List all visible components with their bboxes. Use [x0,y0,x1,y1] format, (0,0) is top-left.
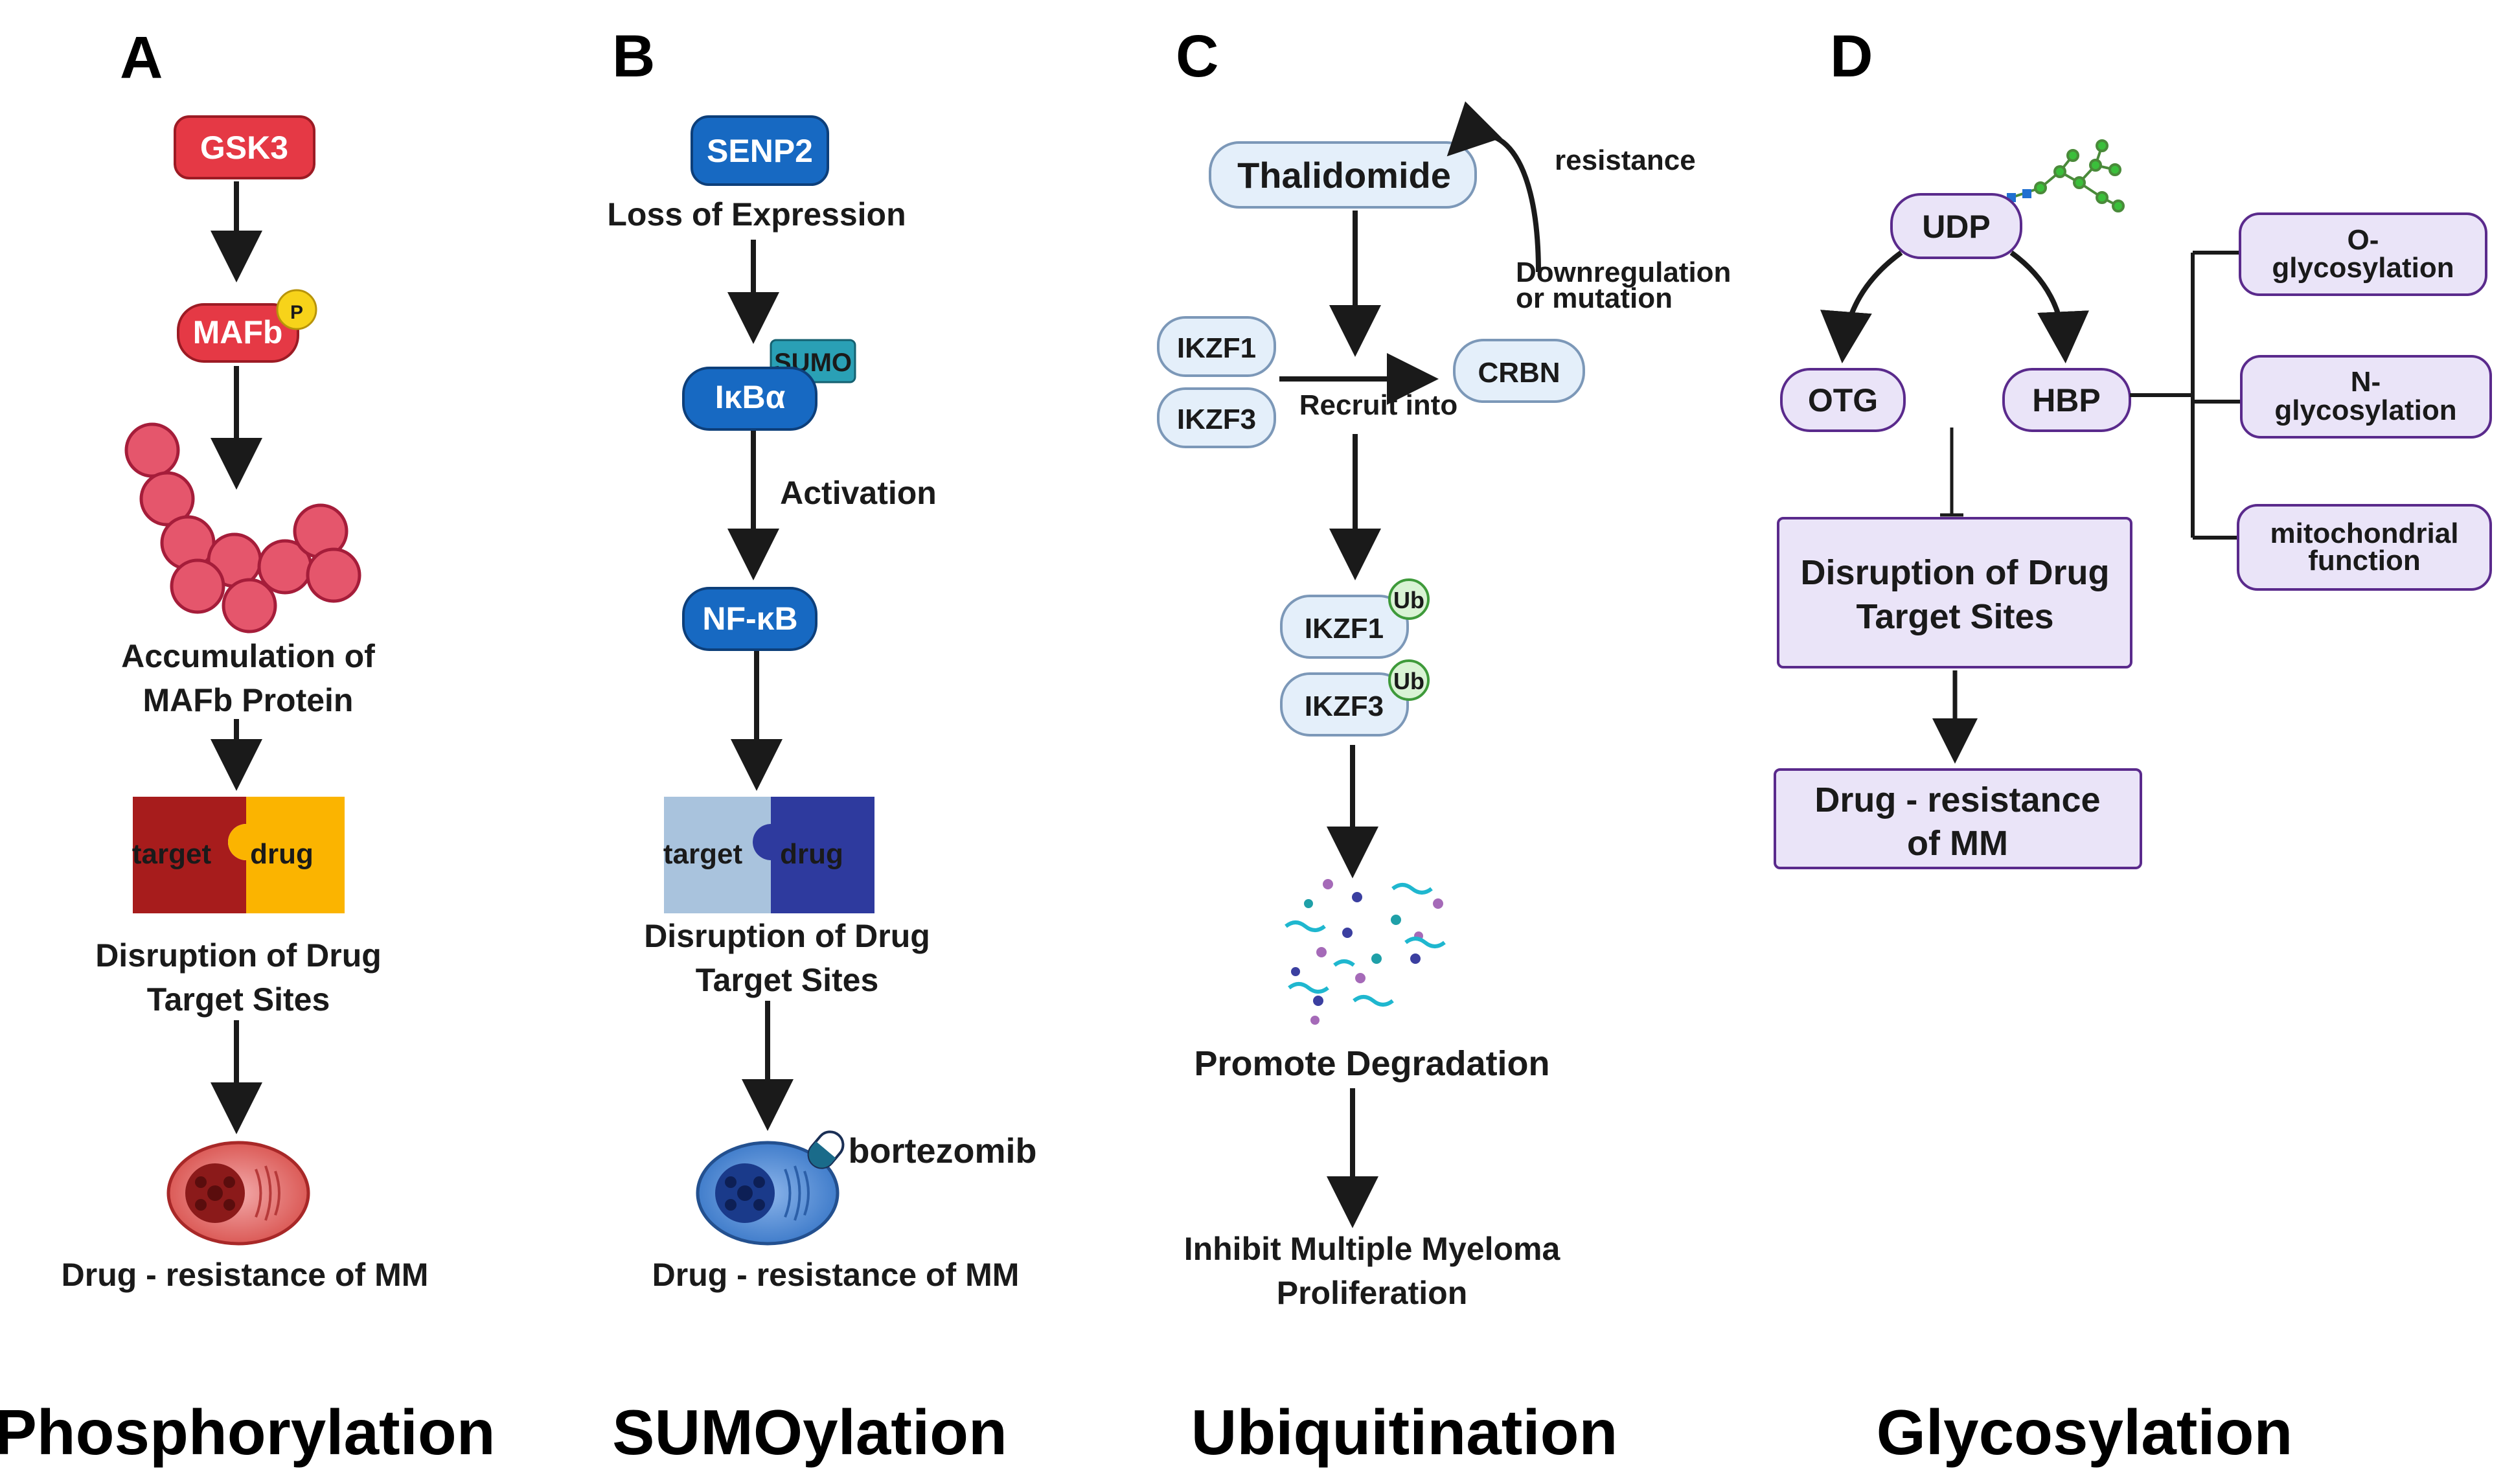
target-label-b: target [663,838,743,870]
ikzf1-top-label: IKZF1 [1177,332,1256,364]
panel-a-title: Phosphorylation [0,1397,496,1468]
drug-label-b: drug [780,838,843,870]
resistance-label: resistance [1555,144,1696,176]
gsk3-label: GSK3 [200,130,288,166]
promote-degradation: Promote Degradation [1194,1044,1549,1083]
o-glyco-line2: glycosylation [2272,252,2454,284]
ikzf1-ub-label: IKZF1 [1305,613,1384,645]
gsk3-node: GSK3 [174,115,315,179]
mafb-node: MAFb [177,303,299,363]
target-drug-puzzle-a: target drug [132,797,345,913]
resistance-b: Drug - resistance of MM [652,1257,1020,1293]
arrow-udp-hbp [2009,250,2089,363]
ikzf3-top-label: IKZF3 [1177,404,1256,435]
hbp-node: HBP [2002,368,2131,432]
myeloma-cell-icon-b [696,1141,840,1246]
senp2-node: SENP2 [691,115,829,186]
panel-c: C Thalidomide resistance Downregulation … [1157,23,1731,1468]
resistance-d-line2: of MM [1907,824,2008,863]
otg-label: OTG [1808,382,1878,418]
mafb-label: MAFb [193,314,283,350]
downregulation-line2: or mutation [1516,282,1673,314]
n-glyco-line1: N- [2351,366,2381,398]
nfkb-label: NF-κB [702,600,797,637]
disruption-d-line2: Target Sites [1856,597,2053,636]
myeloma-cell-icon-a [166,1141,310,1246]
otg-node: OTG [1780,368,1906,432]
udp-node: UDP [1890,193,2022,259]
panel-c-letter: C [1176,23,1218,89]
pill-icon [807,1130,845,1169]
downregulation-line1: Downregulation [1516,257,1731,288]
ub-badge-1: Ub [1393,587,1424,613]
ikzf1-node-top: IKZF1 [1157,316,1276,377]
glycan-icon [2007,139,2125,212]
n-glycosylation-node: N- glycosylation [2240,355,2492,439]
o-glyco-line1: O- [2348,224,2379,256]
panel-d-letter: D [1830,23,1873,89]
disruption-b-line2: Target Sites [696,962,879,998]
ikzf1-ub-node: IKZF1 Ub [1280,578,1430,659]
phospho-label: P [290,302,303,323]
panel-d: D UDP [1774,23,2492,1468]
panel-b-title: SUMOylation [612,1397,1007,1468]
accumulation-line2: MAFb Protein [143,682,354,718]
disruption-b-line1: Disruption of Drug [644,918,930,954]
ikba-node: IκBα [682,367,817,431]
disruption-a-line1: Disruption of Drug [95,937,382,974]
senp2-label: SENP2 [707,133,813,169]
accumulation-line1: Accumulation of [121,638,375,674]
thalidomide-node: Thalidomide [1209,141,1477,209]
o-glycosylation-node: O- glycosylation [2239,212,2487,296]
inhibit-connector [1940,428,1963,517]
panel-a-letter: A [120,25,163,91]
panel-c-title: Ubiquitination [1191,1397,1618,1468]
mafb-aggregate-icon [124,422,361,634]
panel-d-title: Glycosylation [1877,1397,2293,1468]
thalidomide-label: Thalidomide [1237,155,1451,196]
resistance-a: Drug - resistance of MM [62,1257,429,1293]
ikzf3-ub-node: IKZF3 Ub [1280,659,1430,736]
arrow-resistance-loop [1446,101,1541,273]
udp-label: UDP [1922,209,1991,245]
mitochondrial-function-node: mitochondrial function [2237,504,2492,591]
resistance-d-node: Drug - resistance of MM [1774,768,2142,869]
target-label-a: target [132,838,212,870]
panel-b-letter: B [612,23,655,89]
crbn-node: CRBN [1453,339,1585,403]
arrow-udp-otg [1820,250,1903,363]
drug-label-a: drug [250,838,314,870]
ikba-label: IκBα [715,379,786,415]
ikzf3-ub-label: IKZF3 [1305,691,1384,722]
inhibit-line2: Proliferation [1277,1275,1467,1311]
hbp-label: HBP [2032,382,2101,418]
recruit-label: Recruit into [1299,389,1457,421]
mito-line2: function [2308,545,2421,576]
degradation-fragments-icon [1285,879,1446,1025]
ikzf3-node-top: IKZF3 [1157,387,1276,448]
crbn-label: CRBN [1478,357,1560,389]
disruption-d-line1: Disruption of Drug [1801,553,2110,592]
disruption-a-line2: Target Sites [147,981,330,1018]
nfkb-node: NF-κB [682,587,817,651]
bortezomib-label: bortezomib [849,1132,1037,1170]
n-glyco-line2: glycosylation [2274,394,2456,426]
mito-line1: mitochondrial [2270,518,2459,549]
resistance-d-line1: Drug - resistance [1814,781,2100,819]
panel-b: B SENP2 Loss of Expression SUMO IκBα Act… [607,23,1036,1468]
phospho-badge: P [276,289,317,330]
disruption-d-node: Disruption of Drug Target Sites [1777,517,2132,668]
hbp-bracket [2130,251,2251,540]
ub-badge-2: Ub [1393,668,1424,694]
inhibit-line1: Inhibit Multiple Myeloma [1184,1231,1561,1267]
loss-of-expression: Loss of Expression [607,196,906,233]
activation-label: Activation [780,475,937,511]
panel-a: A GSK3 MAFb P Accumulation of MAFb P [0,25,496,1468]
target-drug-puzzle-b: target drug [663,797,874,913]
